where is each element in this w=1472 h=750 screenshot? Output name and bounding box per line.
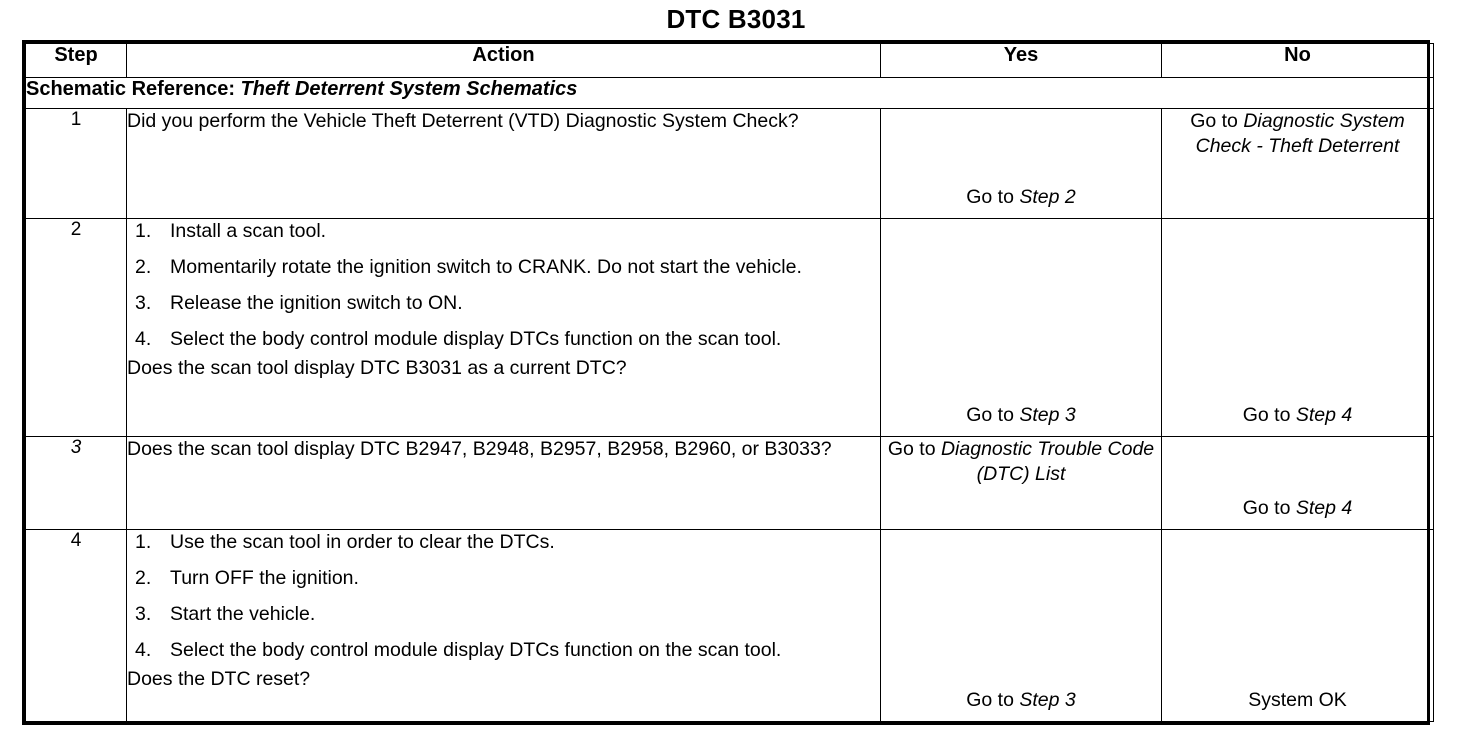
list-item-number: 2. — [135, 567, 152, 589]
action-cell: 1. Use the scan tool in order to clear th… — [126, 529, 881, 722]
step-number: 1 — [25, 108, 127, 219]
action-step-list: 1. Use the scan tool in order to clear th… — [127, 530, 880, 663]
list-item-number: 3. — [135, 292, 152, 314]
table-row: 3 Does the scan tool display DTC B2947, … — [25, 436, 1434, 530]
list-item-number: 1. — [135, 531, 152, 553]
yes-prefix: Go to — [966, 186, 1020, 208]
list-item-text: Turn OFF the ignition. — [170, 567, 359, 589]
no-suffix: System OK — [1248, 689, 1347, 711]
page-title: DTC B3031 — [666, 4, 806, 34]
yes-cell: Go to Step 2 — [880, 108, 1162, 219]
list-item-number: 1. — [135, 220, 152, 242]
no-target: Step 4 — [1295, 497, 1353, 519]
step-number: 4 — [25, 529, 127, 722]
column-header-yes: Yes — [880, 43, 1162, 78]
yes-target: Step 3 — [1019, 404, 1076, 426]
yes-cell: Go to Step 3 — [880, 529, 1162, 722]
yes-target: Step 2 — [1019, 186, 1076, 208]
action-cell: Did you perform the Vehicle Theft Deterr… — [126, 108, 881, 219]
no-prefix: Go to — [1190, 110, 1244, 132]
table-row: 2 1. Install a scan tool. 2. Momentarily r… — [25, 218, 1434, 437]
list-item-number: 2. — [135, 256, 152, 278]
list-item-text: Use the scan tool in order to clear the … — [170, 531, 555, 553]
list-item: 1. Use the scan tool in order to clear th… — [127, 530, 880, 555]
list-item-text: Release the ignition switch to ON. — [170, 292, 463, 314]
action-step-list: 1. Install a scan tool. 2. Momentarily rot… — [127, 219, 880, 352]
list-item-number: 4. — [135, 639, 152, 661]
list-item: 2. Momentarily rotate the ignition switch… — [127, 255, 880, 280]
schematic-reference-value: Theft Deterrent System Schematics — [240, 78, 578, 100]
action-question: Does the DTC reset? — [127, 668, 311, 690]
list-item: 4. Select the body control module display… — [127, 638, 880, 663]
no-cell: System OK — [1161, 529, 1434, 722]
yes-cell: Go to Diagnostic Trouble Code (DTC) List — [880, 436, 1162, 530]
no-cell: Go to Diagnostic System Check - Theft De… — [1161, 108, 1434, 219]
no-cell: Go to Step 4 — [1161, 436, 1434, 530]
list-item-text: Select the body control module display D… — [170, 328, 782, 350]
action-question: Did you perform the Vehicle Theft Deterr… — [127, 110, 799, 132]
column-header-step: Step — [25, 43, 127, 78]
yes-prefix: Go to — [966, 689, 1020, 711]
list-item-number: 4. — [135, 328, 152, 350]
action-question: Does the scan tool display DTC B2947, B2… — [127, 438, 832, 460]
list-item: 3. Start the vehicle. — [127, 602, 880, 627]
table-header-row: Step Action Yes No — [25, 43, 1434, 78]
table-row: 4 1. Use the scan tool in order to clear … — [25, 529, 1434, 722]
list-item-text: Momentarily rotate the ignition switch t… — [170, 256, 802, 278]
action-question: Does the scan tool display DTC B3031 as … — [127, 357, 627, 379]
yes-cell: Go to Step 3 — [880, 218, 1162, 437]
action-cell: 1. Install a scan tool. 2. Momentarily rot… — [126, 218, 881, 437]
dtc-diagnostic-table: Step Action Yes No Schematic Reference: … — [22, 40, 1434, 725]
list-item-text: Start the vehicle. — [170, 603, 316, 625]
list-item-text: Install a scan tool. — [170, 220, 327, 242]
yes-prefix: Go to — [966, 404, 1020, 426]
no-cell: Go to Step 4 — [1161, 218, 1434, 437]
no-target: Diagnostic System Check - Theft Deterren… — [1195, 110, 1405, 157]
yes-prefix: Go to — [887, 438, 941, 460]
yes-target: Step 3 — [1019, 689, 1076, 711]
list-item: 4. Select the body control module display… — [127, 327, 880, 352]
list-item-number: 3. — [135, 603, 152, 625]
column-header-action: Action — [126, 43, 881, 78]
schematic-reference-label: Schematic Reference: — [26, 78, 235, 100]
list-item-text: Select the body control module display D… — [170, 639, 782, 661]
column-header-no: No — [1161, 43, 1434, 78]
action-cell: Does the scan tool display DTC B2947, B2… — [126, 436, 881, 530]
table-row: 1 Did you perform the Vehicle Theft Dete… — [25, 108, 1434, 219]
list-item: 1. Install a scan tool. — [127, 219, 880, 244]
step-number: 2 — [25, 218, 127, 437]
schematic-reference: Schematic Reference: Theft Deterrent Sys… — [25, 77, 1434, 109]
no-prefix: Go to — [1242, 497, 1296, 519]
no-prefix: Go to — [1242, 404, 1296, 426]
no-target: Step 4 — [1295, 404, 1353, 426]
list-item: 3. Release the ignition switch to ON. — [127, 291, 880, 316]
step-number: 3 — [25, 436, 127, 530]
schematic-reference-row: Schematic Reference: Theft Deterrent Sys… — [25, 77, 1434, 109]
list-item: 2. Turn OFF the ignition. — [127, 566, 880, 591]
yes-target: Diagnostic Trouble Code (DTC) List — [940, 438, 1155, 485]
